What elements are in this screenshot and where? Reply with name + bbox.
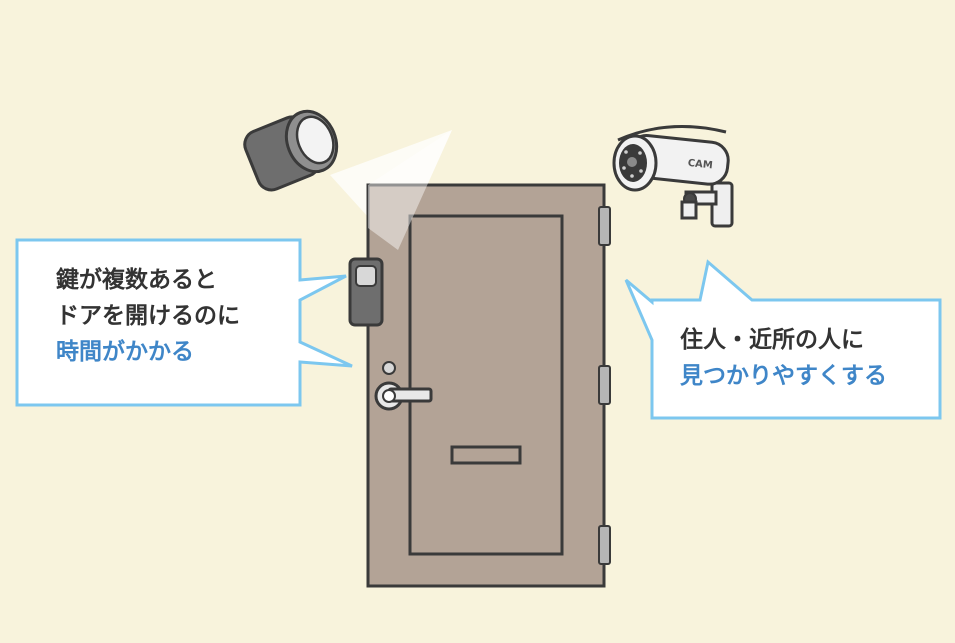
left-callout-line-3: 時間がかかる bbox=[56, 339, 194, 365]
security-camera-icon: CAM bbox=[612, 125, 734, 228]
left-callout-text: 鍵が複数あると ドアを開けるのに 時間がかかる bbox=[56, 262, 240, 370]
left-callout-line-2: ドアを開けるのに bbox=[56, 303, 240, 329]
light-beam-overlay bbox=[368, 130, 452, 250]
right-callout-text: 住人・近所の人に 見つかりやすくする bbox=[680, 322, 887, 394]
hinge-bottom bbox=[598, 525, 611, 565]
right-callout-line-2: 見つかりやすくする bbox=[680, 363, 887, 389]
right-callout-line-1: 住人・近所の人に bbox=[680, 327, 864, 353]
hinge-middle bbox=[598, 365, 611, 405]
camera-label: CAM bbox=[687, 158, 713, 172]
sensor-light-icon bbox=[243, 109, 339, 192]
left-callout-bubble bbox=[15, 238, 353, 407]
right-callout-bubble bbox=[624, 259, 942, 420]
door-handle-icon bbox=[374, 361, 433, 411]
door-lock-icon bbox=[348, 257, 384, 327]
mail-slot bbox=[450, 445, 522, 465]
hinge-top bbox=[598, 206, 611, 246]
left-callout-line-1: 鍵が複数あると bbox=[56, 267, 217, 293]
door-inner-panel bbox=[408, 214, 564, 556]
door-icon bbox=[366, 183, 611, 588]
